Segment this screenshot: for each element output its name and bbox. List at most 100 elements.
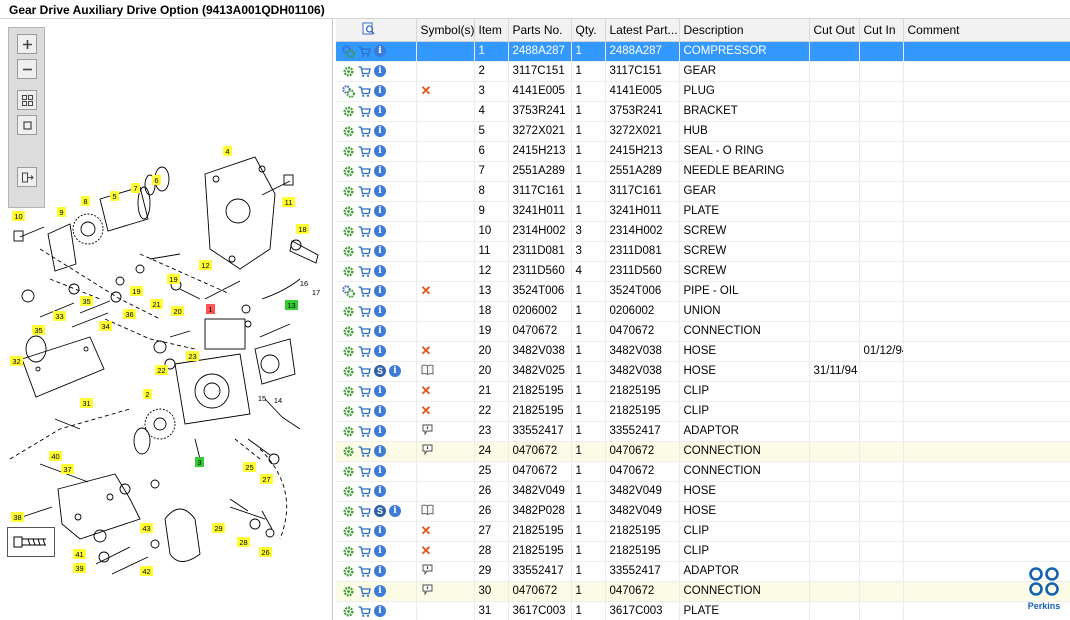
- open-book-icon[interactable]: [421, 363, 434, 376]
- col-header-symbols[interactable]: Symbol(s): [416, 19, 475, 42]
- cart-icon[interactable]: [358, 265, 371, 278]
- info-icon[interactable]: i: [374, 605, 386, 617]
- comment-bubble-icon[interactable]: [421, 563, 434, 576]
- cart-icon[interactable]: [358, 585, 371, 598]
- fit-window-button[interactable]: [17, 115, 37, 135]
- cart-icon[interactable]: [358, 345, 371, 358]
- info-icon[interactable]: i: [374, 125, 386, 137]
- cart-icon[interactable]: [358, 445, 371, 458]
- info-icon[interactable]: i: [374, 185, 386, 197]
- info-icon[interactable]: i: [374, 205, 386, 217]
- info-icon[interactable]: i: [374, 585, 386, 597]
- diagram-pane[interactable]: 4 6 7 5 8 9 10 11 18 12 13 16 17 19 19 2…: [0, 19, 333, 620]
- info-icon[interactable]: i: [374, 405, 386, 417]
- info-icon[interactable]: i: [389, 505, 401, 517]
- info-icon[interactable]: i: [374, 385, 386, 397]
- cart-icon[interactable]: [358, 325, 371, 338]
- info-icon[interactable]: i: [374, 85, 386, 97]
- comment-bubble-icon[interactable]: [421, 423, 434, 436]
- info-icon[interactable]: i: [374, 145, 386, 157]
- zoom-out-button[interactable]: [17, 59, 37, 79]
- cart-icon[interactable]: [358, 465, 371, 478]
- info-icon[interactable]: i: [374, 465, 386, 477]
- col-header-description[interactable]: Description: [679, 19, 810, 42]
- service-badge-icon[interactable]: S: [374, 505, 386, 517]
- cart-icon[interactable]: [358, 545, 371, 558]
- cart-icon[interactable]: [358, 145, 371, 158]
- zoom-in-button[interactable]: [17, 34, 37, 54]
- cart-icon[interactable]: [358, 225, 371, 238]
- comment-bubble-icon[interactable]: [421, 443, 434, 456]
- cart-icon[interactable]: [358, 285, 371, 298]
- info-icon[interactable]: i: [374, 225, 386, 237]
- service-badge-icon[interactable]: S: [374, 365, 386, 377]
- cart-icon[interactable]: [358, 425, 371, 438]
- col-header-comment[interactable]: Comment: [903, 19, 1070, 42]
- info-icon[interactable]: i: [374, 445, 386, 457]
- info-icon[interactable]: i: [374, 45, 386, 57]
- info-icon[interactable]: i: [374, 305, 386, 317]
- cart-icon[interactable]: [358, 205, 371, 218]
- info-icon[interactable]: i: [389, 365, 401, 377]
- cart-icon[interactable]: [358, 85, 371, 98]
- info-icon[interactable]: i: [374, 325, 386, 337]
- cart-icon[interactable]: [358, 385, 371, 398]
- info-icon[interactable]: i: [374, 485, 386, 497]
- cart-icon[interactable]: [358, 485, 371, 498]
- info-icon[interactable]: i: [374, 425, 386, 437]
- col-header-latest-part[interactable]: Latest Part...: [605, 19, 680, 42]
- cart-icon[interactable]: [358, 505, 371, 518]
- cart-icon[interactable]: [358, 305, 371, 318]
- info-icon[interactable]: i: [374, 165, 386, 177]
- info-icon[interactable]: i: [374, 65, 386, 77]
- cart-icon[interactable]: [358, 245, 371, 258]
- comment-bubble-icon[interactable]: [421, 583, 434, 596]
- cart-icon[interactable]: [358, 105, 371, 118]
- col-header-cut-out[interactable]: Cut Out: [809, 19, 860, 42]
- info-icon[interactable]: i: [374, 245, 386, 257]
- info-icon[interactable]: i: [374, 565, 386, 577]
- open-book-icon[interactable]: [421, 503, 434, 516]
- cart-icon[interactable]: [358, 405, 371, 418]
- info-icon[interactable]: i: [374, 265, 386, 277]
- cart-icon[interactable]: [358, 525, 371, 538]
- cart-icon[interactable]: [358, 45, 371, 58]
- diagram-thumbnail[interactable]: [7, 527, 55, 557]
- cart-icon[interactable]: [358, 565, 371, 578]
- cart-icon[interactable]: [358, 165, 371, 178]
- cart-icon[interactable]: [358, 65, 371, 78]
- info-icon[interactable]: i: [374, 105, 386, 117]
- fit-all-button[interactable]: [17, 90, 37, 110]
- info-icon[interactable]: i: [374, 345, 386, 357]
- info-icon[interactable]: i: [374, 285, 386, 297]
- cart-icon[interactable]: [358, 365, 371, 378]
- info-icon[interactable]: i: [374, 545, 386, 557]
